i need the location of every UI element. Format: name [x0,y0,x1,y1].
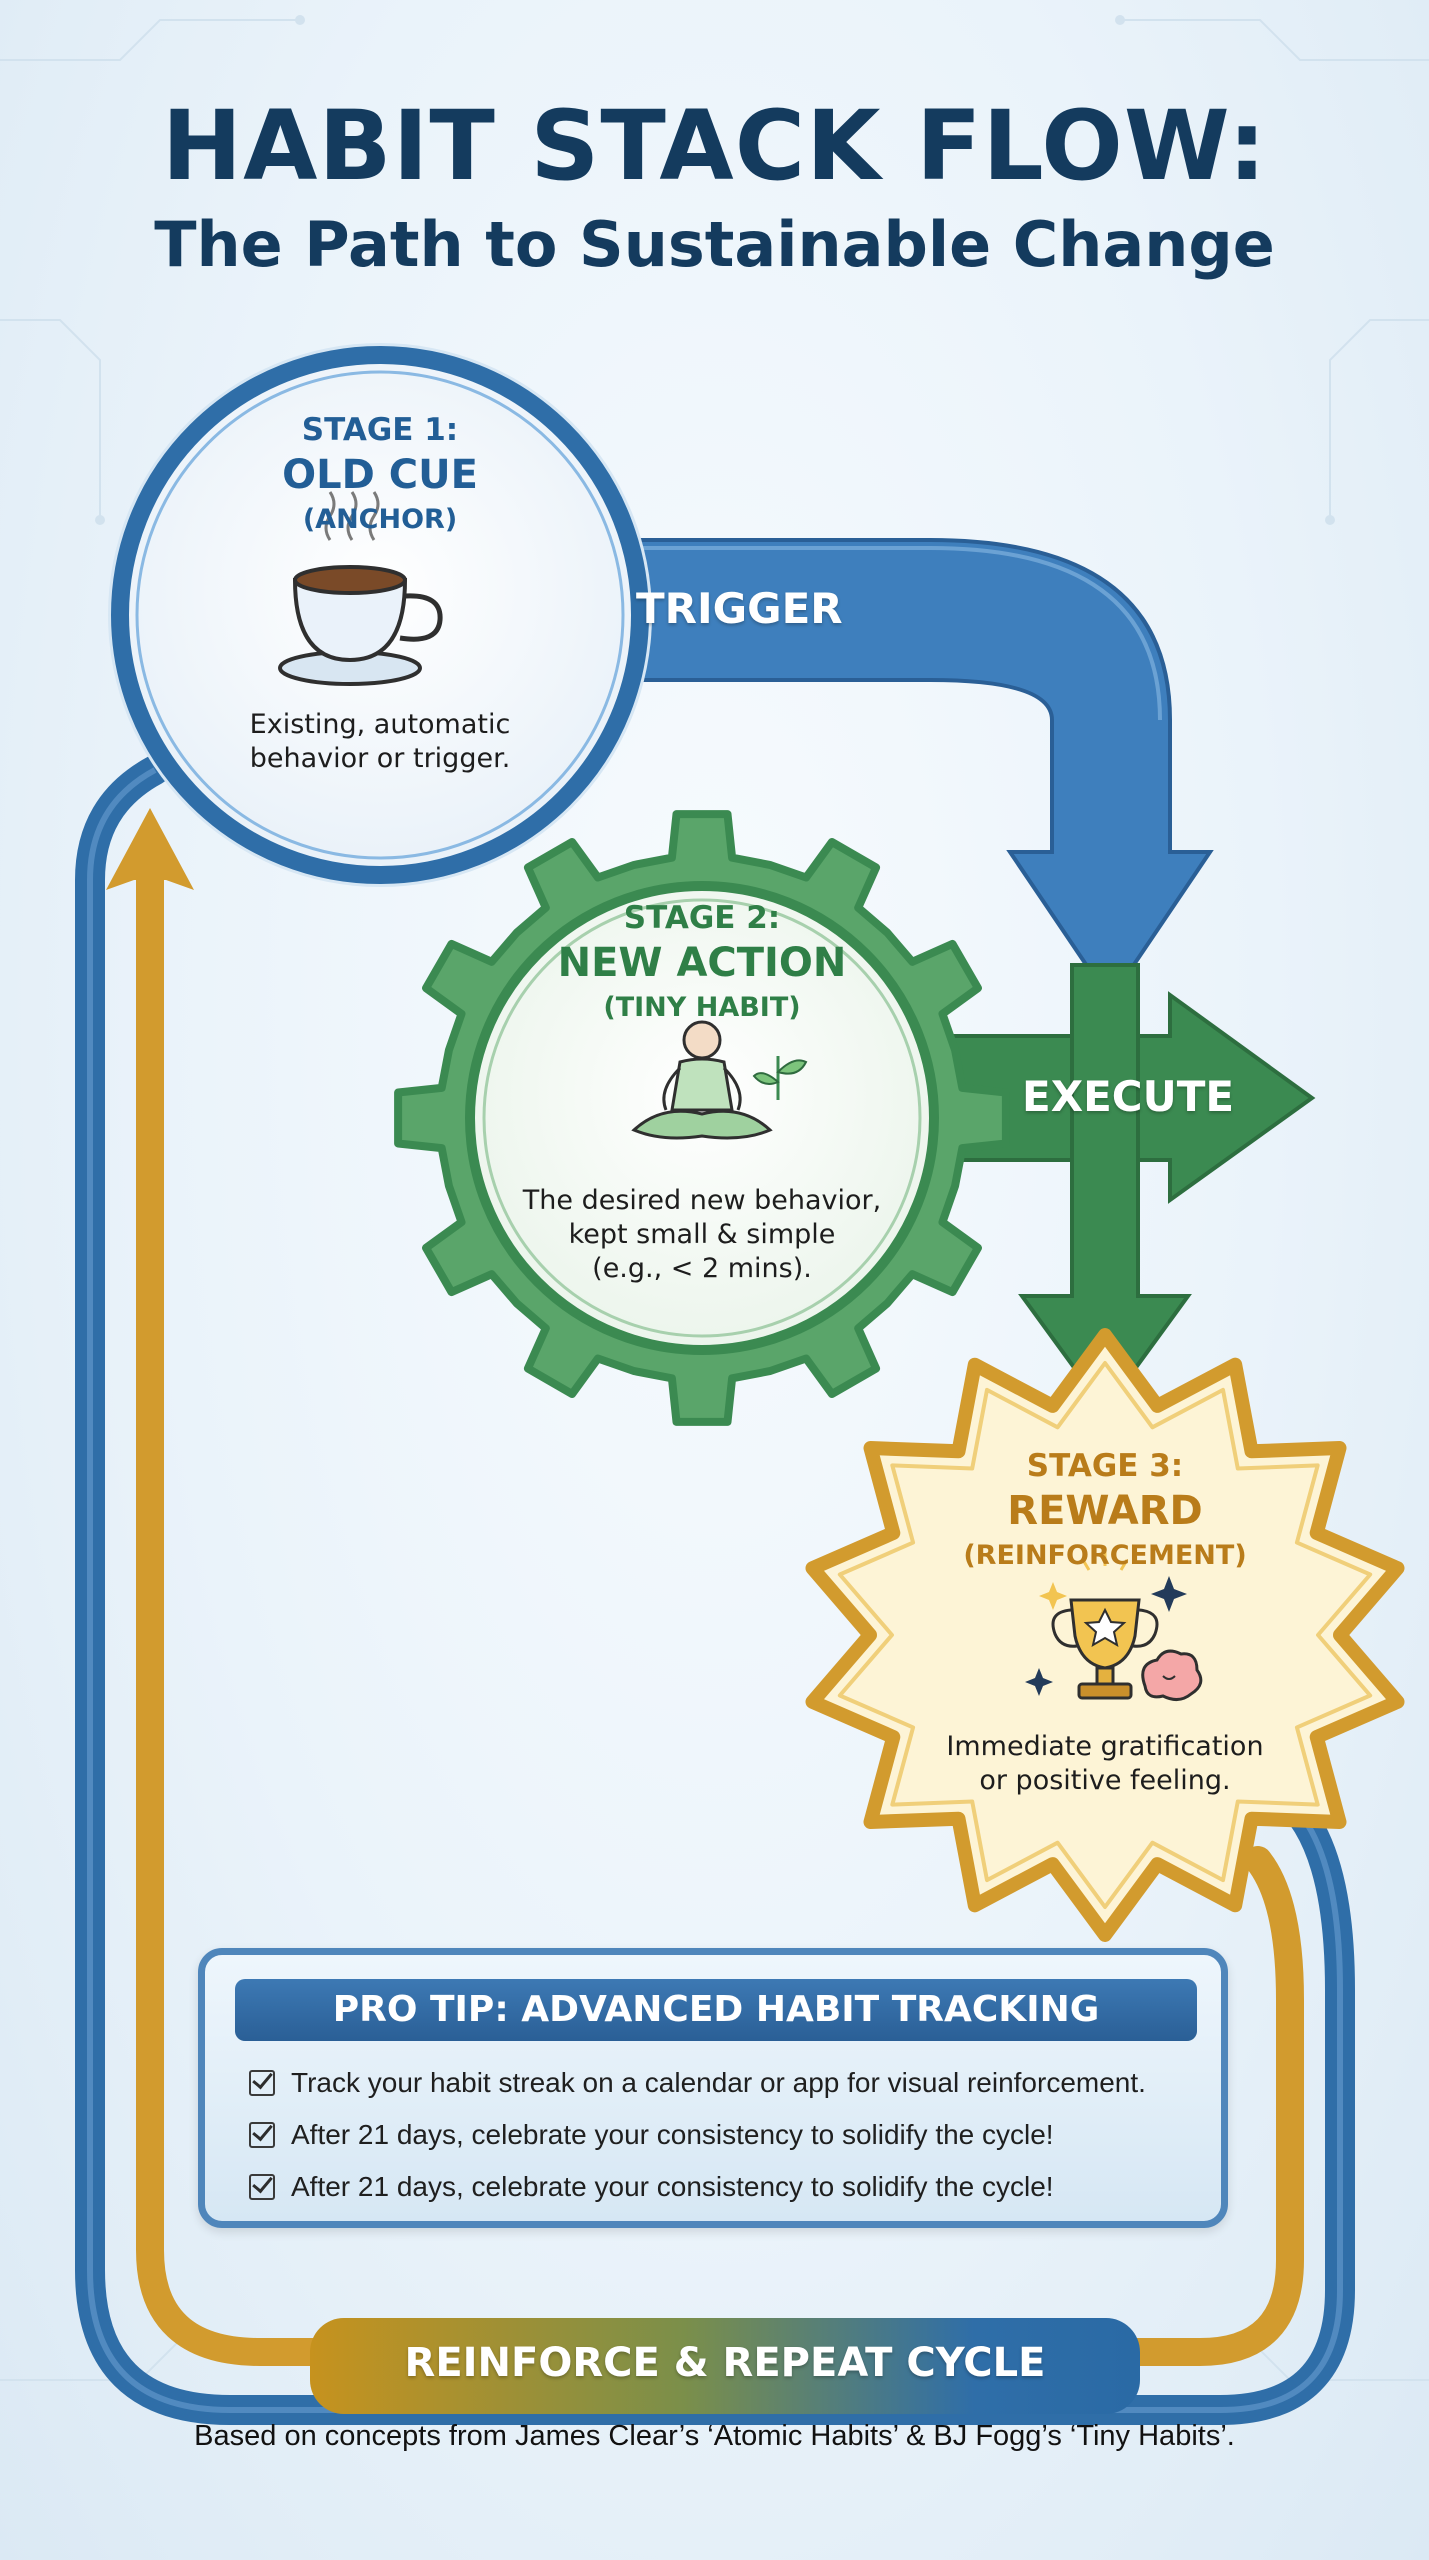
trophy-brain-icon [1025,1552,1203,1701]
footer-citation: Based on concepts from James Clear’s ‘At… [194,2420,1235,2452]
gold-loop-arrowhead [106,808,194,890]
coffee-cup-icon [278,491,443,686]
checkbox-icon [249,2070,275,2096]
pro-tip-item: After 21 days, celebrate your consistenc… [249,2109,1146,2161]
stage2-desc-line: The desired new behavior, [522,1185,882,1216]
stage1-subtitle: (ANCHOR) [302,504,458,535]
checkbox-icon [249,2122,275,2148]
stage3-subtitle: (REINFORCEMENT) [963,1540,1247,1571]
pro-tip-box: PRO TIP: ADVANCED HABIT TRACKING Track y… [198,1948,1228,2228]
stage2-desc-line: (e.g., < 2 mins). [592,1253,812,1284]
stage2-heading: STAGE 2: NEW ACTION (TINY HABIT) [502,900,902,1023]
meditation-person-icon [631,1020,808,1140]
pro-tip-item-text: After 21 days, celebrate your consistenc… [291,2119,1054,2150]
checkbox-icon [249,2174,275,2200]
cycle-label: REINFORCE & REPEAT CYCLE [404,2340,1046,2386]
stage3-number: STAGE 3: [1026,1448,1184,1484]
stage1-desc-line: behavior or trigger. [249,743,511,774]
stage3-description: Immediate gratification or positive feel… [905,1730,1305,1798]
stage3-desc-line: Immediate gratification [946,1731,1264,1762]
pro-tip-item-text: Track your habit streak on a calendar or… [291,2067,1146,2098]
stage2-description: The desired new behavior, kept small & s… [502,1184,902,1286]
stage3-desc-line: or positive feeling. [979,1765,1231,1796]
down-to-reward-arrow [1018,963,1192,1414]
pro-tip-list: Track your habit streak on a calendar or… [249,2057,1146,2213]
pro-tip-item-text: After 21 days, celebrate your consistenc… [291,2171,1054,2202]
stage2-subtitle: (TINY HABIT) [603,992,801,1023]
stage2-number: STAGE 2: [623,900,781,936]
stage3-name: REWARD [1007,1488,1203,1534]
stage1-desc-line: Existing, automatic [249,709,511,740]
inner-gold-loop [136,866,1304,2366]
stage1-name: OLD CUE [282,452,478,498]
page-title: HABIT STACK FLOW: [161,90,1268,202]
pro-tip-item: Track your habit streak on a calendar or… [249,2057,1146,2109]
trigger-label: TRIGGER [636,584,843,633]
pro-tip-heading: PRO TIP: ADVANCED HABIT TRACKING [235,1979,1197,2041]
execute-label: EXECUTE [1022,1072,1235,1121]
pro-tip-item: After 21 days, celebrate your consistenc… [249,2161,1146,2213]
stage1-number: STAGE 1: [301,412,459,448]
trigger-arrow [558,538,1214,1004]
stage2-desc-line: kept small & simple [568,1219,836,1250]
stage1-heading: STAGE 1: OLD CUE (ANCHOR) [200,412,560,535]
stage3-heading: STAGE 3: REWARD (REINFORCEMENT) [905,1448,1305,1571]
cycle-band [310,2318,1140,2414]
stage2-name: NEW ACTION [557,940,847,986]
page-subtitle: The Path to Sustainable Change [154,208,1275,281]
stage1-description: Existing, automatic behavior or trigger. [180,708,580,776]
